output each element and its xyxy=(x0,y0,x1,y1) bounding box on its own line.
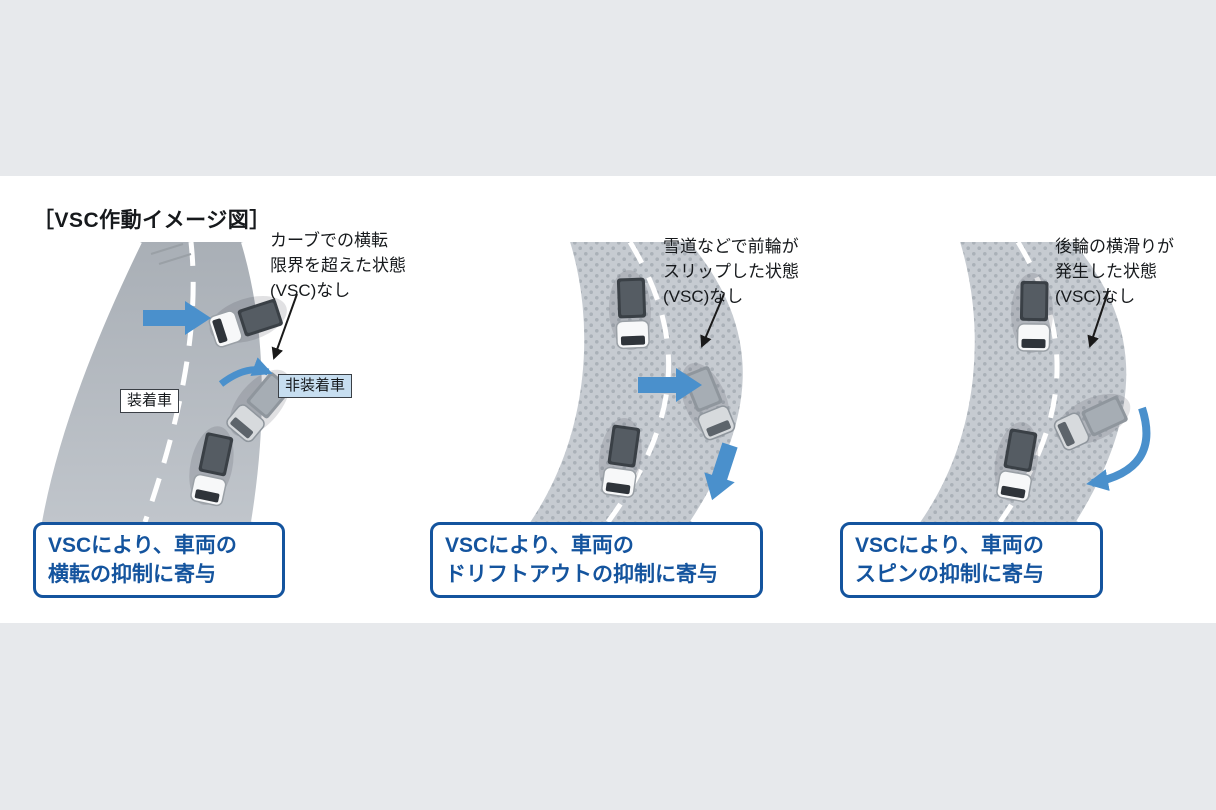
annotation-line: 限界を超えた状態 xyxy=(270,256,406,275)
blue-arrow-icon xyxy=(218,357,273,387)
road-shape xyxy=(918,242,1129,522)
caption-rollover: VSCにより、車両の 横転の抑制に寄与 xyxy=(33,522,285,598)
caption-spin: VSCにより、車両の スピンの抑制に寄与 xyxy=(840,522,1103,598)
annotation-drift-out: 雪道などで前輪が スリップした状態 (VSC)なし xyxy=(663,234,799,309)
pointer-arrow-icon xyxy=(1087,291,1109,348)
caption-line: 横転の抑制に寄与 xyxy=(48,563,216,586)
label-non-equipped-vehicle: 非装着車 xyxy=(278,374,353,398)
blue-arrow-icon xyxy=(638,368,702,402)
blue-arrow-icon xyxy=(1086,406,1151,491)
annotation-spin: 後輪の横滑りが 発生した状態 (VSC)なし xyxy=(1055,234,1174,309)
pointer-arrow-icon xyxy=(700,293,725,348)
annotation-line: (VSC)なし xyxy=(663,287,744,306)
blue-arrow-icon xyxy=(143,301,211,335)
annotation-line: スリップした状態 xyxy=(663,262,799,281)
road-illustration-spin xyxy=(916,240,1151,524)
road-shape xyxy=(40,242,264,522)
caption-line: VSCにより、車両の xyxy=(855,534,1044,557)
diagram-title: ［VSC作動イメージ図］ xyxy=(33,209,271,232)
road-illustration-rollover xyxy=(38,241,303,523)
annotation-line: (VSC)なし xyxy=(1055,287,1136,306)
caption-line: VSCにより、車両の xyxy=(445,534,634,557)
road-edge-line xyxy=(916,241,975,524)
road-center-line xyxy=(142,241,196,523)
label-equipped-vehicle: 装着車 xyxy=(120,389,180,413)
caption-line: VSCにより、車両の xyxy=(48,534,237,557)
annotation-line: (VSC)なし xyxy=(270,281,351,300)
caption-drift-out: VSCにより、車両の ドリフトアウトの抑制に寄与 xyxy=(430,522,763,598)
caption-line: ドリフトアウトの抑制に寄与 xyxy=(445,563,718,586)
motion-streaks xyxy=(150,243,192,265)
road-edge-line xyxy=(38,241,142,523)
annotation-line: 発生した状態 xyxy=(1055,262,1157,281)
caption-line: スピンの抑制に寄与 xyxy=(855,563,1044,586)
pointer-arrow-icon xyxy=(271,293,298,360)
blue-arrow-icon xyxy=(704,442,738,501)
annotation-rollover: カーブでの横転 限界を超えた状態 (VSC)なし xyxy=(270,228,406,303)
annotation-line: 後輪の横滑りが xyxy=(1055,237,1174,256)
annotation-line: 雪道などで前輪が xyxy=(663,237,799,256)
road-edge-line xyxy=(526,241,585,524)
road-illustration-drift-out xyxy=(526,240,747,524)
annotation-line: カーブでの横転 xyxy=(270,231,388,250)
